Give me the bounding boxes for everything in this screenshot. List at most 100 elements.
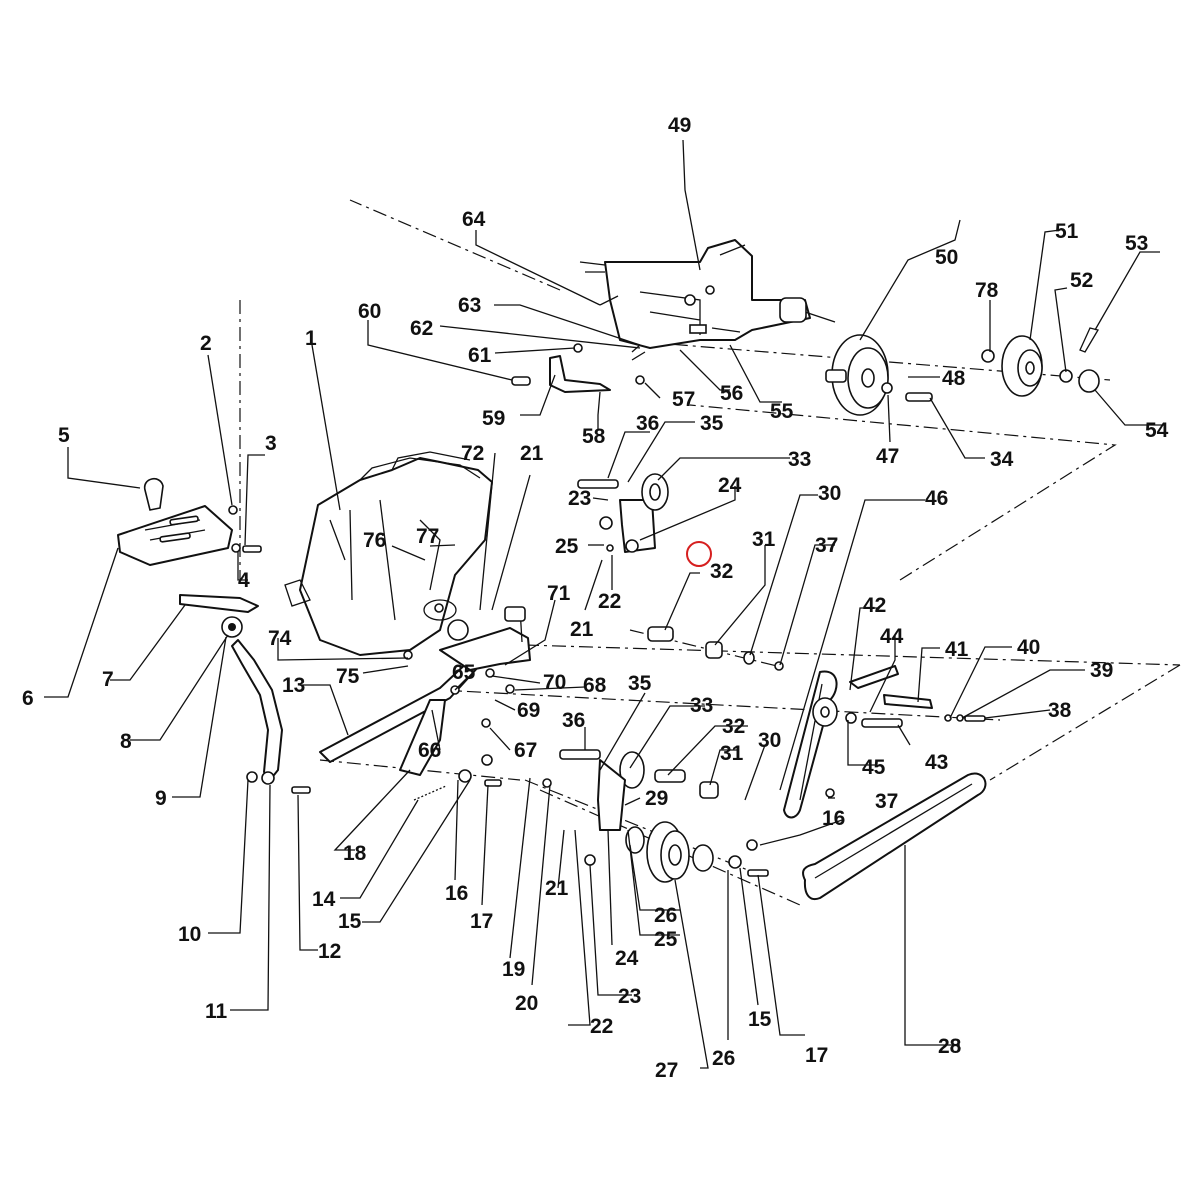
- callout-33-bottom: 33: [690, 694, 713, 717]
- callout-25-top: 25: [555, 535, 579, 558]
- callout-28: 28: [938, 1035, 962, 1058]
- callout-75: 75: [336, 665, 360, 688]
- callout-1: 1: [305, 327, 317, 350]
- pulley-wheel-drawing: [825, 327, 1100, 416]
- callout-71: 71: [547, 582, 571, 605]
- callout-66: 66: [418, 739, 441, 762]
- callout-8: 8: [120, 730, 132, 753]
- hardware-drawing: [228, 505, 835, 877]
- callout-77: 77: [416, 525, 439, 548]
- callout-41: 41: [945, 638, 969, 661]
- callout-23-top: 23: [568, 487, 591, 510]
- callout-63: 63: [458, 294, 481, 317]
- callout-20: 20: [515, 992, 538, 1015]
- callout-58: 58: [582, 425, 606, 448]
- callout-19: 19: [502, 958, 525, 981]
- callout-36-top: 36: [636, 412, 659, 435]
- callout-16-right: 16: [822, 807, 845, 830]
- callout-50: 50: [935, 246, 958, 269]
- callout-60: 60: [358, 300, 381, 323]
- callout-30-bottom: 30: [758, 729, 781, 752]
- callout-2: 2: [200, 332, 212, 355]
- right-linkage-drawing: [845, 665, 986, 728]
- callout-68: 68: [583, 674, 607, 697]
- callout-38: 38: [1048, 699, 1072, 722]
- callout-4: 4: [238, 569, 250, 592]
- lower-pulley-drawing: [559, 749, 719, 883]
- callout-72: 72: [461, 442, 484, 465]
- callout-65: 65: [452, 661, 476, 684]
- callout-18: 18: [343, 842, 367, 865]
- callout-24-top: 24: [718, 474, 742, 497]
- callout-36-bottom: 36: [562, 709, 585, 732]
- callout-27: 27: [655, 1059, 678, 1082]
- callout-15-right: 15: [748, 1008, 772, 1031]
- callout-48: 48: [942, 367, 966, 390]
- callout-43: 43: [925, 751, 948, 774]
- callout-29: 29: [645, 787, 668, 810]
- callout-76: 76: [363, 529, 386, 552]
- callout-54: 54: [1145, 419, 1169, 442]
- transaxle-drawing: [579, 239, 836, 349]
- callout-51: 51: [1055, 220, 1079, 243]
- callout-5: 5: [58, 424, 70, 447]
- callout-13: 13: [282, 674, 305, 697]
- belt-drawing: [783, 670, 987, 900]
- upper-idler-drawing: [577, 473, 669, 553]
- callout-35-bottom: 35: [628, 672, 652, 695]
- callout-21-bottom: 21: [545, 877, 569, 900]
- callout-45: 45: [862, 756, 886, 779]
- callout-25-bottom: 25: [654, 928, 678, 951]
- spacer-drawing: [647, 626, 784, 671]
- callout-34: 34: [990, 448, 1014, 471]
- callout-64: 64: [462, 208, 486, 231]
- callout-24-bottom: 24: [615, 947, 639, 970]
- callout-7: 7: [102, 668, 114, 691]
- callout-53: 53: [1125, 232, 1148, 255]
- callout-37-bottom: 37: [875, 790, 898, 813]
- callout-32-top: 32: [710, 560, 733, 583]
- callout-6: 6: [22, 687, 34, 710]
- callout-37-top: 37: [815, 534, 838, 557]
- callout-26-bottom: 26: [712, 1047, 735, 1070]
- callout-30-top: 30: [818, 482, 841, 505]
- callout-74: 74: [268, 627, 292, 650]
- callout-33-top: 33: [788, 448, 811, 471]
- highlight-marker-circle: [686, 541, 712, 567]
- callout-67: 67: [514, 739, 537, 762]
- callout-62: 62: [410, 317, 433, 340]
- callout-12: 12: [318, 940, 341, 963]
- callout-16-left: 16: [445, 882, 468, 905]
- top-bracket-drawing: [511, 295, 646, 393]
- callout-55: 55: [770, 400, 794, 423]
- callout-46: 46: [925, 487, 948, 510]
- callout-78: 78: [975, 279, 999, 302]
- callout-3: 3: [265, 432, 277, 455]
- shift-rod-drawing: [231, 639, 283, 785]
- callout-56: 56: [720, 382, 743, 405]
- callout-11: 11: [205, 1000, 228, 1023]
- callout-23-bottom: 23: [618, 985, 641, 1008]
- control-panel-drawing: [117, 478, 259, 638]
- callout-44: 44: [880, 625, 904, 648]
- leader-lines: [44, 139, 1165, 1069]
- callout-61: 61: [468, 344, 492, 367]
- callout-21-mid: 21: [570, 618, 594, 641]
- callout-31-bottom: 31: [720, 742, 744, 765]
- callout-42: 42: [863, 594, 886, 617]
- callout-40: 40: [1017, 636, 1040, 659]
- callout-17-right: 17: [805, 1044, 828, 1067]
- callout-10: 10: [178, 923, 201, 946]
- callout-17-left: 17: [470, 910, 493, 933]
- callout-69: 69: [517, 699, 540, 722]
- callout-31-top: 31: [752, 528, 776, 551]
- callout-59: 59: [482, 407, 505, 430]
- callout-32-bottom: 32: [722, 715, 745, 738]
- callout-39: 39: [1090, 659, 1113, 682]
- callout-26-mid: 26: [654, 904, 677, 927]
- callout-70: 70: [543, 671, 566, 694]
- callout-14: 14: [312, 888, 336, 911]
- callout-9: 9: [155, 787, 167, 810]
- callout-35-top: 35: [700, 412, 724, 435]
